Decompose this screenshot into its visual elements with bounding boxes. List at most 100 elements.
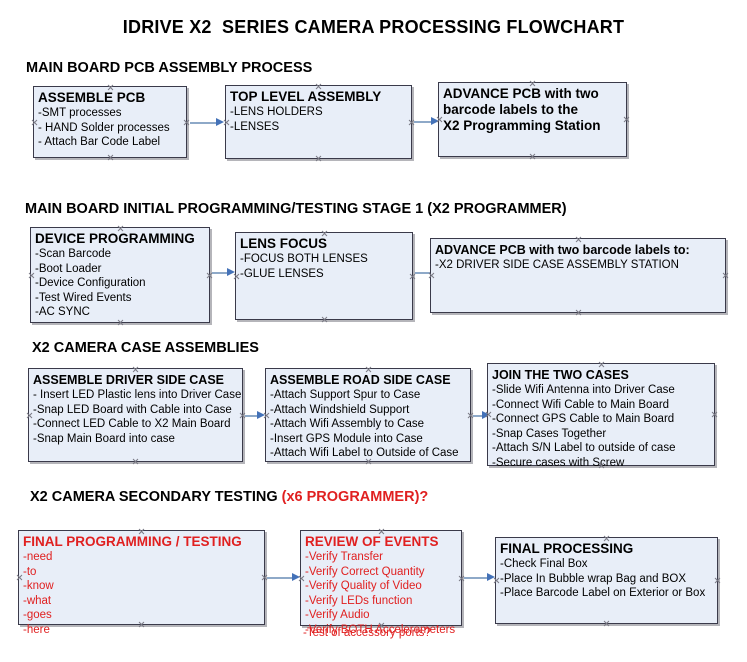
connector-handle-left[interactable] <box>436 116 443 123</box>
node-line: -Verify Transfer <box>305 551 383 563</box>
connector-handle-bottom[interactable] <box>117 319 124 326</box>
connector-handle-right[interactable] <box>183 119 190 126</box>
connector-handle-left[interactable] <box>26 412 33 419</box>
connector-handle-bottom[interactable] <box>378 622 385 629</box>
node-title: DEVICE PROGRAMMING <box>35 231 195 246</box>
connector-handle-bottom[interactable] <box>365 458 372 465</box>
node-line: - Insert LED Plastic lens into Driver Ca… <box>33 389 242 401</box>
node-line: -Verify Quality of Video <box>305 580 422 592</box>
node-line: -Place Barcode Label on Exterior or Box <box>500 587 706 599</box>
connector-handle-left[interactable] <box>485 411 492 418</box>
connector-handle-left[interactable] <box>28 272 35 279</box>
connector-handle-right[interactable] <box>722 272 729 279</box>
node-line: -Snap LED Board with Cable into Case <box>33 403 232 416</box>
node-title: FINAL PROCESSING <box>500 541 634 556</box>
node-assemble-driver-side-case[interactable]: ASSEMBLE DRIVER SIDE CASE - Insert LED P… <box>28 368 243 462</box>
node-line: -SMT processes <box>38 107 122 119</box>
node-line: -Boot Loader <box>35 262 102 275</box>
connector-handle-bottom[interactable] <box>132 458 139 465</box>
node-line: -Connect LED Cable to X2 Main Board <box>33 418 231 430</box>
arrow-head <box>227 268 235 276</box>
section-header-text: MAIN BOARD INITIAL PROGRAMMING/TESTING S… <box>25 201 567 217</box>
connector-handle-bottom[interactable] <box>321 316 328 323</box>
connector-handle-left[interactable] <box>428 272 435 279</box>
node-line: -Device Configuration <box>35 277 146 289</box>
connector-handle-top[interactable] <box>598 361 605 368</box>
node-review-of-events[interactable]: REVIEW OF EVENTS -Verify Transfer -Verif… <box>298 528 462 639</box>
connector-handle-left[interactable] <box>233 273 240 280</box>
node-assemble-road-side-case[interactable]: ASSEMBLE ROAD SIDE CASE -Attach Support … <box>265 368 471 462</box>
node-line: -Secure cases with Screw <box>492 456 625 469</box>
arrow-review-of-events-to-final-processing <box>464 573 495 582</box>
node-lens-focus[interactable]: LENS FOCUS -FOCUS BOTH LENSES -GLUE LENS… <box>235 232 413 320</box>
connector-handle-bottom[interactable] <box>315 155 322 162</box>
node-assemble-pcb[interactable]: ASSEMBLE PCB -SMT processes - HAND Solde… <box>33 86 187 158</box>
connector-handle-top[interactable] <box>603 535 610 542</box>
node-line: -Verify Correct Quantity <box>305 565 425 578</box>
connector-handle-top[interactable] <box>365 366 372 373</box>
connector-handle-bottom[interactable] <box>107 154 114 161</box>
connector-handle-top[interactable] <box>529 80 536 87</box>
node-final-processing[interactable]: FINAL PROCESSING -Check Final Box -Place… <box>495 537 718 624</box>
node-title: TOP LEVEL ASSEMBLY <box>230 89 382 104</box>
arrow-head <box>216 118 224 126</box>
arrow-shaft <box>473 415 483 417</box>
connector-handle-right[interactable] <box>711 411 718 418</box>
node-device-programming[interactable]: DEVICE PROGRAMMING -Scan Barcode -Boot L… <box>30 227 210 323</box>
arrow-shaft <box>464 577 488 579</box>
node-line: -Insert GPS Module into Case <box>270 432 423 445</box>
connector-handle-bottom[interactable] <box>138 621 145 628</box>
connector-handle-left[interactable] <box>223 119 230 126</box>
section-header-x2-camera-secondary-testing: X2 CAMERA SECONDARY TESTING (x6 PROGRAMM… <box>30 489 428 505</box>
arrow-shaft <box>415 272 431 274</box>
node-title: FINAL PROGRAMMING / TESTING <box>23 534 242 549</box>
arrow-head <box>487 573 495 581</box>
node-title: LENS FOCUS <box>240 236 328 251</box>
node-line: -here <box>23 623 50 636</box>
node-advance-pcb-driver-side-case[interactable]: ADVANCE PCB with two barcode labels to: … <box>430 238 726 313</box>
connector-handle-top[interactable] <box>117 225 124 232</box>
node-line: -Attach Wifi Assembly to Case <box>270 418 425 430</box>
connector-handle-left[interactable] <box>263 412 270 419</box>
node-advance-pcb-programming-station[interactable]: ADVANCE PCB with two barcode labels to t… <box>438 82 627 157</box>
arrow-shaft <box>267 577 293 579</box>
node-line: -Connect GPS Cable to Main Board <box>492 413 675 425</box>
connector-handle-left[interactable] <box>493 577 500 584</box>
connector-handle-right[interactable] <box>714 577 721 584</box>
connector-handle-bottom[interactable] <box>598 462 605 469</box>
arrow-final-programming-to-review-of-events <box>267 573 300 582</box>
connector-handle-bottom[interactable] <box>529 153 536 160</box>
node-title: ASSEMBLE DRIVER SIDE CASE <box>33 373 225 387</box>
node-line: -Attach S/N Label to outside of case <box>492 442 676 454</box>
node-final-programming-testing[interactable]: FINAL PROGRAMMING / TESTING -need -to -k… <box>16 528 265 636</box>
node-line: -Attach Support Spur to Case <box>270 389 421 401</box>
node-join-the-two-cases[interactable]: JOIN THE TWO CASES -Slide Wifi Antenna i… <box>485 361 718 469</box>
node-line: -Connect Wifi Cable to Main Board <box>492 398 670 411</box>
connector-handle-top[interactable] <box>107 84 114 91</box>
connector-handle-left[interactable] <box>31 119 38 126</box>
node-line: -LENSES <box>230 120 280 133</box>
connector-handle-bottom[interactable] <box>575 309 582 316</box>
node-line: -Scan Barcode <box>35 248 112 260</box>
node-line: - Attach Bar Code Label <box>38 136 161 148</box>
node-line: -goes <box>23 609 52 621</box>
connector-handle-top[interactable] <box>378 528 385 535</box>
connector-handle-top[interactable] <box>321 230 328 237</box>
node-line: -Check Final Box <box>500 558 588 570</box>
node-line: -Verify BOTH Accelerometers <box>305 623 456 636</box>
arrow-shaft <box>190 122 217 124</box>
section-header-x2-camera-case-assemblies: X2 CAMERA CASE ASSEMBLIES <box>32 340 259 356</box>
connector-handle-top[interactable] <box>315 83 322 90</box>
connector-handle-top[interactable] <box>132 366 139 373</box>
node-title: REVIEW OF EVENTS <box>305 534 439 549</box>
node-title: ASSEMBLE PCB <box>38 90 146 105</box>
arrow-shaft <box>414 121 432 123</box>
connector-handle-bottom[interactable] <box>603 620 610 627</box>
connector-handle-top[interactable] <box>138 528 145 535</box>
connector-handle-left[interactable] <box>298 575 305 582</box>
connector-handle-left[interactable] <box>16 574 23 581</box>
node-line: - HAND Solder processes <box>38 121 170 134</box>
connector-handle-right[interactable] <box>623 116 630 123</box>
node-top-level-assembly[interactable]: TOP LEVEL ASSEMBLY -LENS HOLDERS -LENSES <box>225 85 412 159</box>
connector-handle-top[interactable] <box>575 236 582 243</box>
